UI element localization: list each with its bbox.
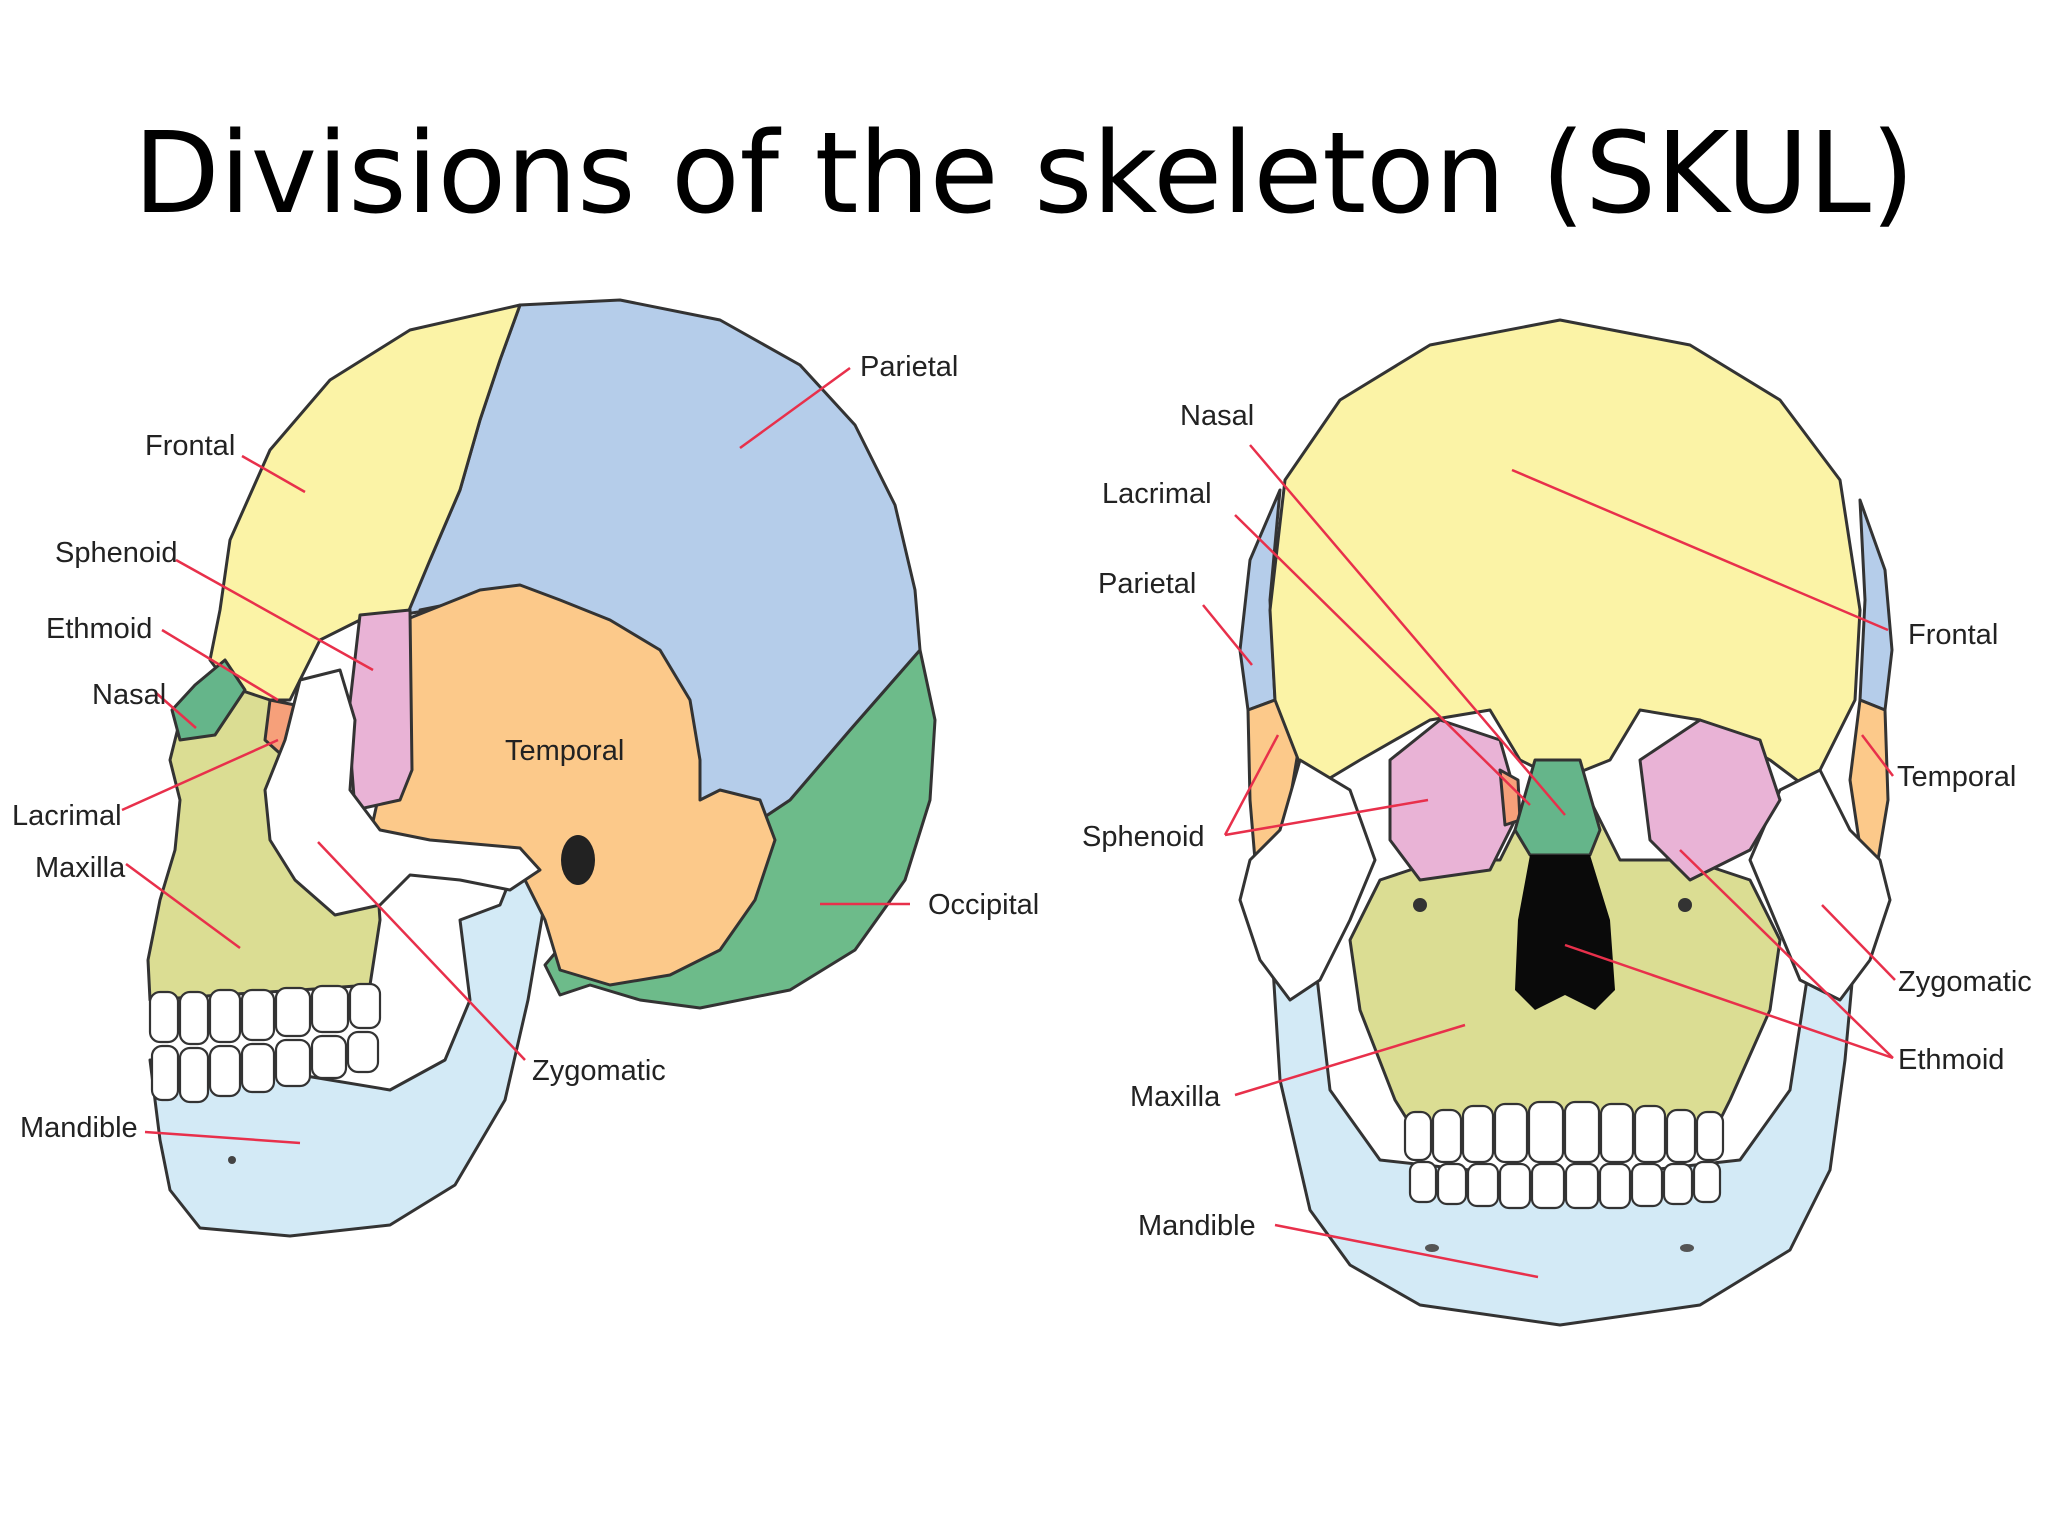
frontal-label-zygomatic: Zygomatic bbox=[1898, 966, 2032, 998]
lateral-label-temporal: Temporal bbox=[505, 735, 624, 767]
frontal-parietal-right bbox=[1858, 498, 1894, 712]
frontal-mandible-bone bbox=[1268, 918, 1857, 1327]
frontal-label-nasal: Nasal bbox=[1180, 400, 1254, 432]
lateral-label-frontal: Frontal bbox=[145, 430, 235, 462]
frontal-label-temporal: Temporal bbox=[1897, 761, 2016, 793]
lateral-skull bbox=[146, 298, 937, 1238]
frontal-leader-lines bbox=[1202, 444, 1896, 1279]
lateral-label-lacrimal: Lacrimal bbox=[12, 800, 122, 832]
lateral-upper-teeth bbox=[148, 982, 382, 1046]
lateral-label-parietal: Parietal bbox=[860, 351, 958, 383]
lateral-label-occipital: Occipital bbox=[928, 889, 1039, 921]
lateral-labels: Parietal Frontal Sphenoid Ethmoid Nasal … bbox=[12, 351, 1039, 1144]
frontal-lower-teeth bbox=[1408, 1160, 1722, 1210]
frontal-label-maxilla: Maxilla bbox=[1130, 1081, 1221, 1113]
lateral-sphenoid-bone bbox=[346, 608, 414, 812]
lateral-label-sphenoid: Sphenoid bbox=[55, 537, 178, 569]
frontal-label-sphenoid: Sphenoid bbox=[1082, 821, 1205, 853]
lateral-lower-teeth bbox=[150, 1030, 380, 1104]
frontal-zygomatic-left bbox=[1238, 758, 1377, 1002]
frontal-sphenoid-right bbox=[1638, 718, 1782, 882]
frontal-upper-teeth bbox=[1403, 1100, 1725, 1164]
lateral-nasal-bone bbox=[170, 658, 247, 742]
lateral-label-nasal: Nasal bbox=[92, 679, 166, 711]
frontal-foramen-left bbox=[1413, 898, 1427, 912]
frontal-sphenoid-left bbox=[1388, 718, 1522, 882]
frontal-mental-foramen-right bbox=[1680, 1244, 1694, 1252]
frontal-foramen-right bbox=[1678, 898, 1692, 912]
lateral-leader-lines bbox=[121, 366, 910, 1145]
frontal-mental-foramen-left bbox=[1425, 1244, 1439, 1252]
frontal-label-parietal: Parietal bbox=[1098, 568, 1196, 600]
lateral-label-mandible: Mandible bbox=[20, 1112, 138, 1144]
slide-title: Divisions of the skeleton (SKUL) bbox=[133, 109, 1915, 239]
lateral-label-zygomatic: Zygomatic bbox=[532, 1055, 666, 1087]
frontal-frontal-bone bbox=[1268, 318, 1862, 792]
lateral-ear-canal bbox=[561, 835, 595, 885]
lateral-frontal-bone bbox=[208, 303, 522, 702]
lateral-zygomatic-bone bbox=[263, 668, 542, 917]
frontal-label-mandible: Mandible bbox=[1138, 1210, 1256, 1242]
lateral-mental-foramen bbox=[228, 1156, 236, 1164]
frontal-nasal-cavity bbox=[1515, 855, 1615, 1010]
frontal-label-lacrimal: Lacrimal bbox=[1102, 478, 1212, 510]
frontal-labels: Nasal Lacrimal Parietal Frontal Temporal… bbox=[1082, 400, 2032, 1242]
frontal-skull bbox=[1238, 318, 1894, 1327]
frontal-label-ethmoid: Ethmoid bbox=[1898, 1044, 2004, 1076]
lateral-label-maxilla: Maxilla bbox=[35, 852, 126, 884]
frontal-label-frontal: Frontal bbox=[1908, 619, 1998, 651]
lateral-label-ethmoid: Ethmoid bbox=[46, 613, 152, 645]
frontal-zygomatic-right bbox=[1748, 768, 1892, 1002]
